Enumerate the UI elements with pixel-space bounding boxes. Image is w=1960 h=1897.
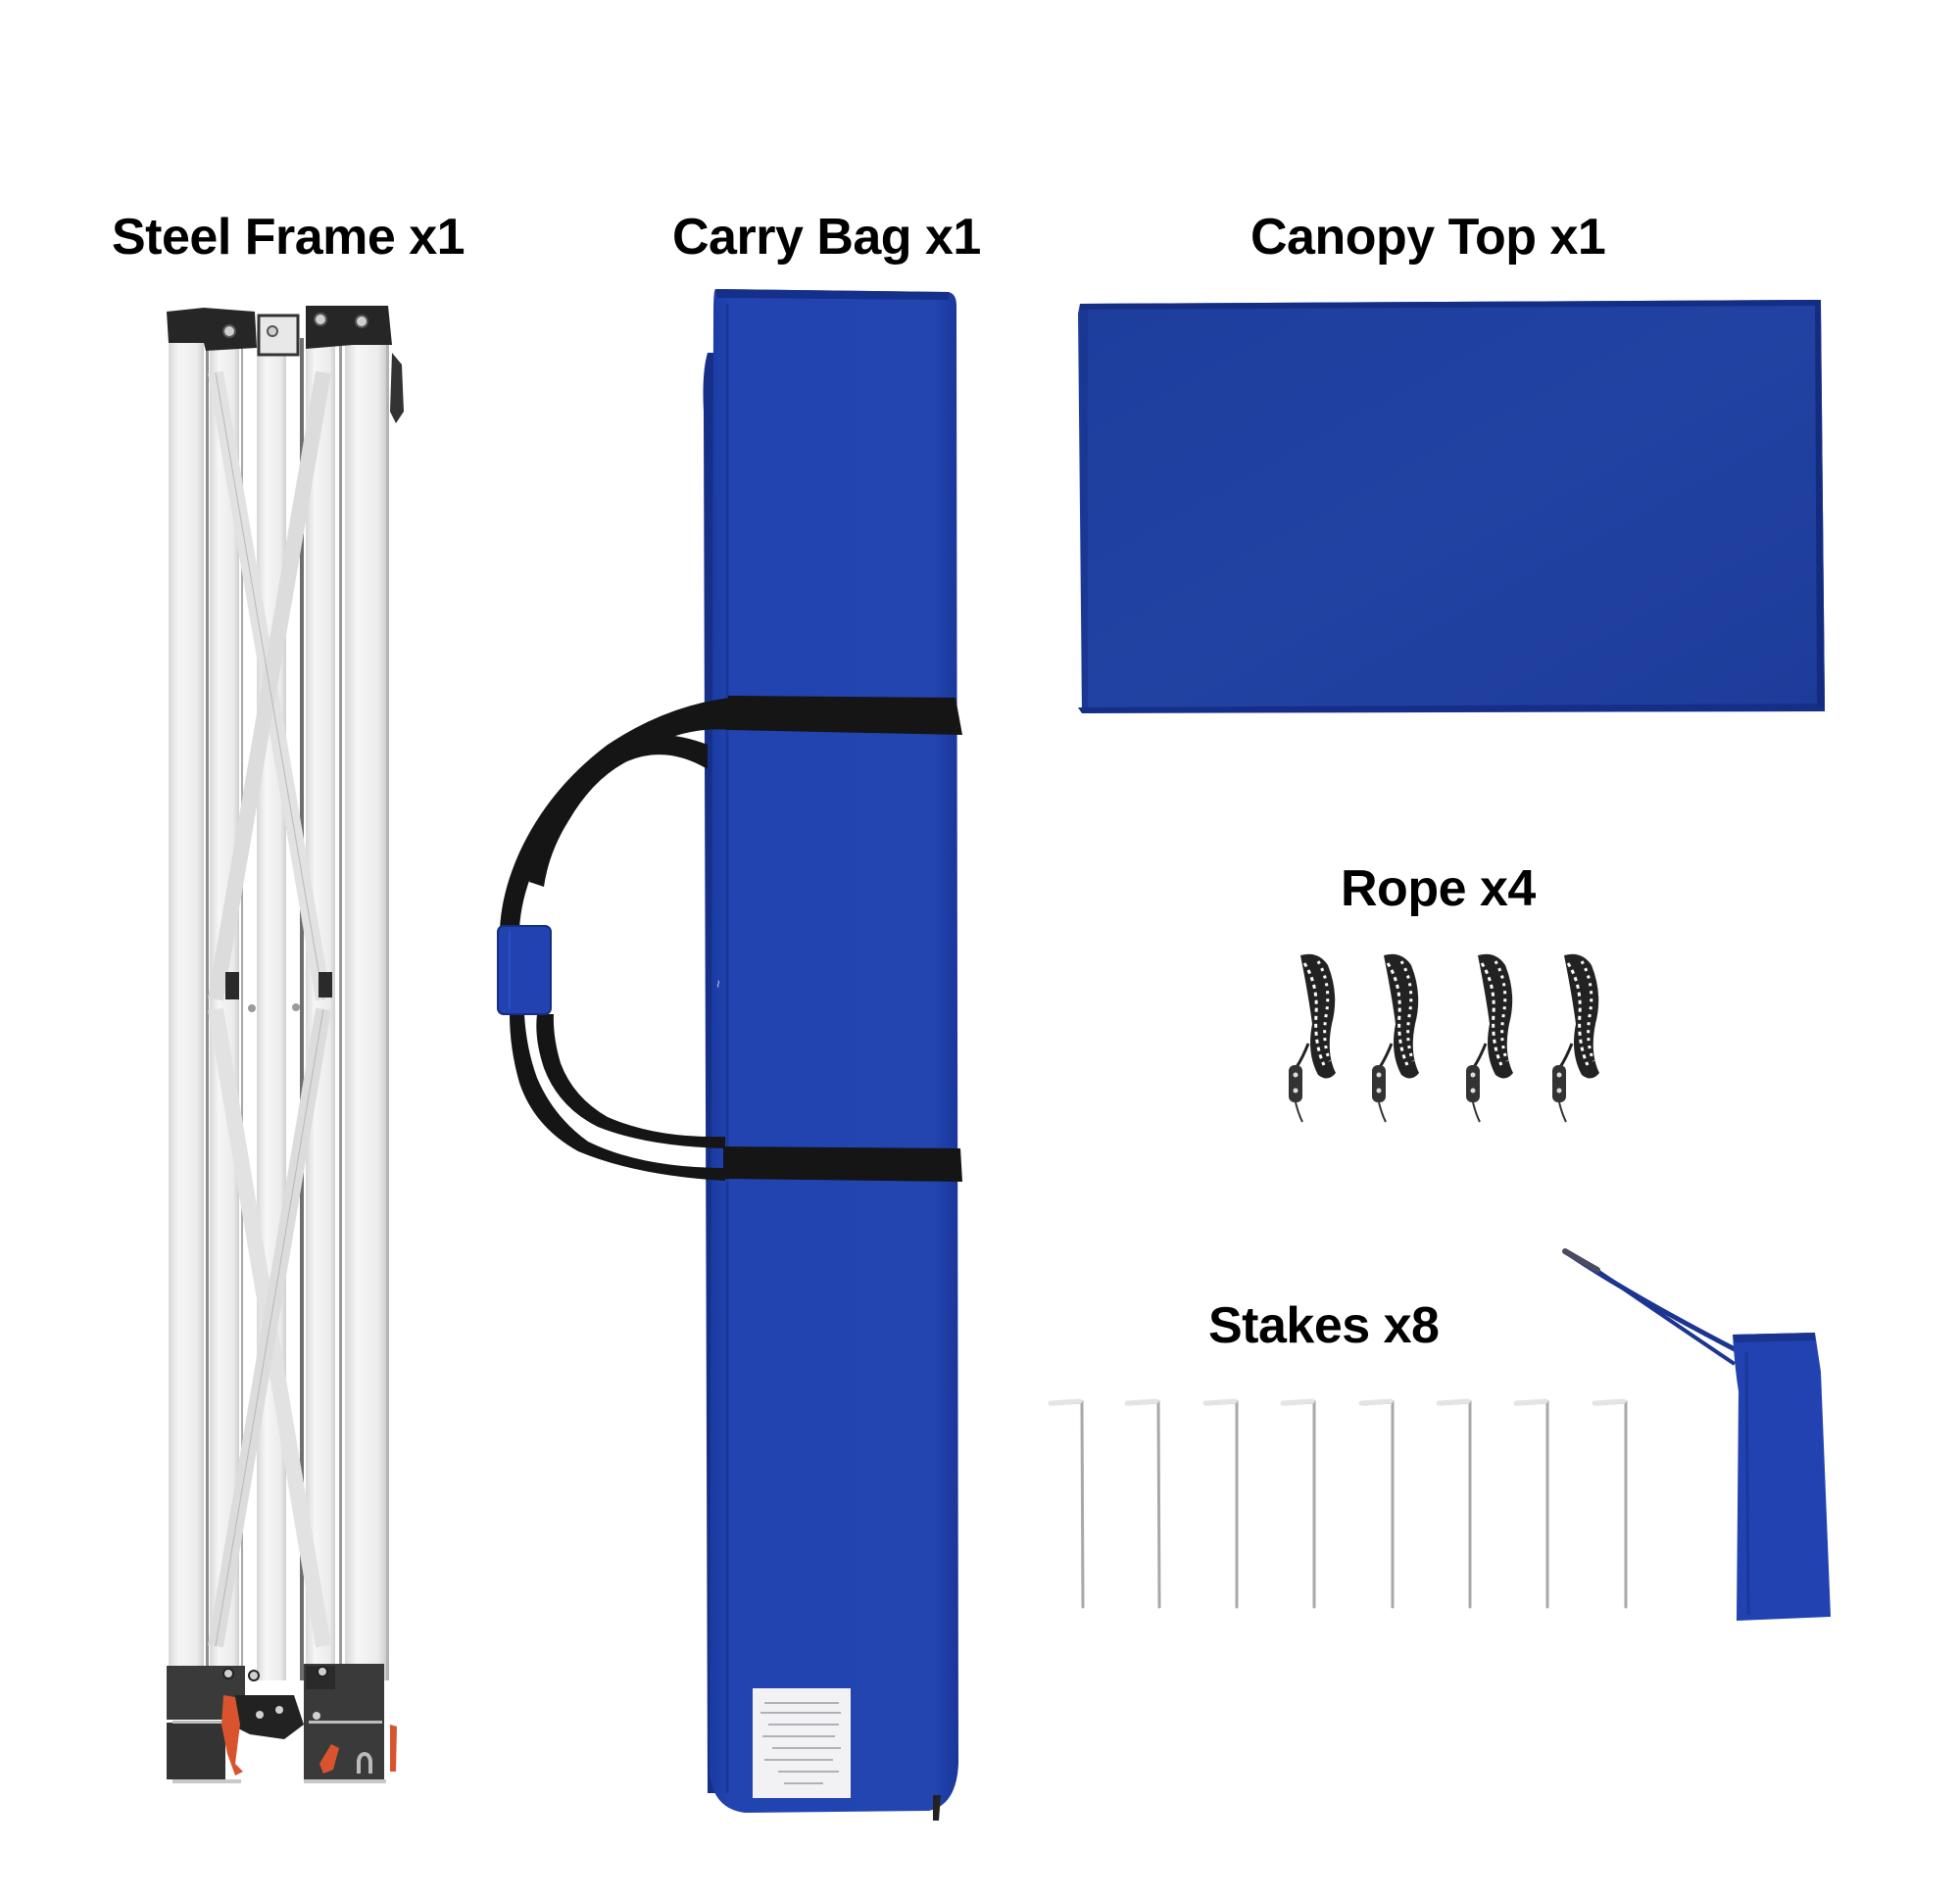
- stake-3: [1202, 1398, 1239, 1609]
- stake-4: [1280, 1398, 1316, 1609]
- stake-2: [1124, 1398, 1161, 1609]
- canopy-top-label: Canopy Top x1: [1250, 209, 1606, 266]
- carry-bag-label: Carry Bag x1: [672, 209, 981, 266]
- steel-frame: [167, 306, 404, 1783]
- stake-7: [1513, 1398, 1549, 1609]
- rope-4: [1552, 953, 1599, 1123]
- stake-1: [1048, 1398, 1085, 1609]
- rope-label: Rope x4: [1341, 860, 1536, 917]
- ropes: [1289, 953, 1599, 1123]
- stake-5: [1358, 1398, 1395, 1609]
- rope-2: [1372, 953, 1419, 1123]
- stakes-label: Stakes x8: [1208, 1297, 1440, 1354]
- canopy-top: [1078, 300, 1825, 713]
- stake-pouch: [1562, 1248, 1831, 1621]
- stakes: [1048, 1398, 1628, 1609]
- rope-1: [1289, 953, 1336, 1123]
- rope-3: [1466, 953, 1513, 1123]
- stake-8: [1592, 1398, 1628, 1609]
- steel-frame-label: Steel Frame x1: [112, 209, 466, 266]
- svg-text:~: ~: [710, 980, 726, 988]
- carry-bag: ~: [497, 289, 962, 1821]
- bag-care-label: [753, 1688, 851, 1798]
- stake-6: [1436, 1398, 1472, 1609]
